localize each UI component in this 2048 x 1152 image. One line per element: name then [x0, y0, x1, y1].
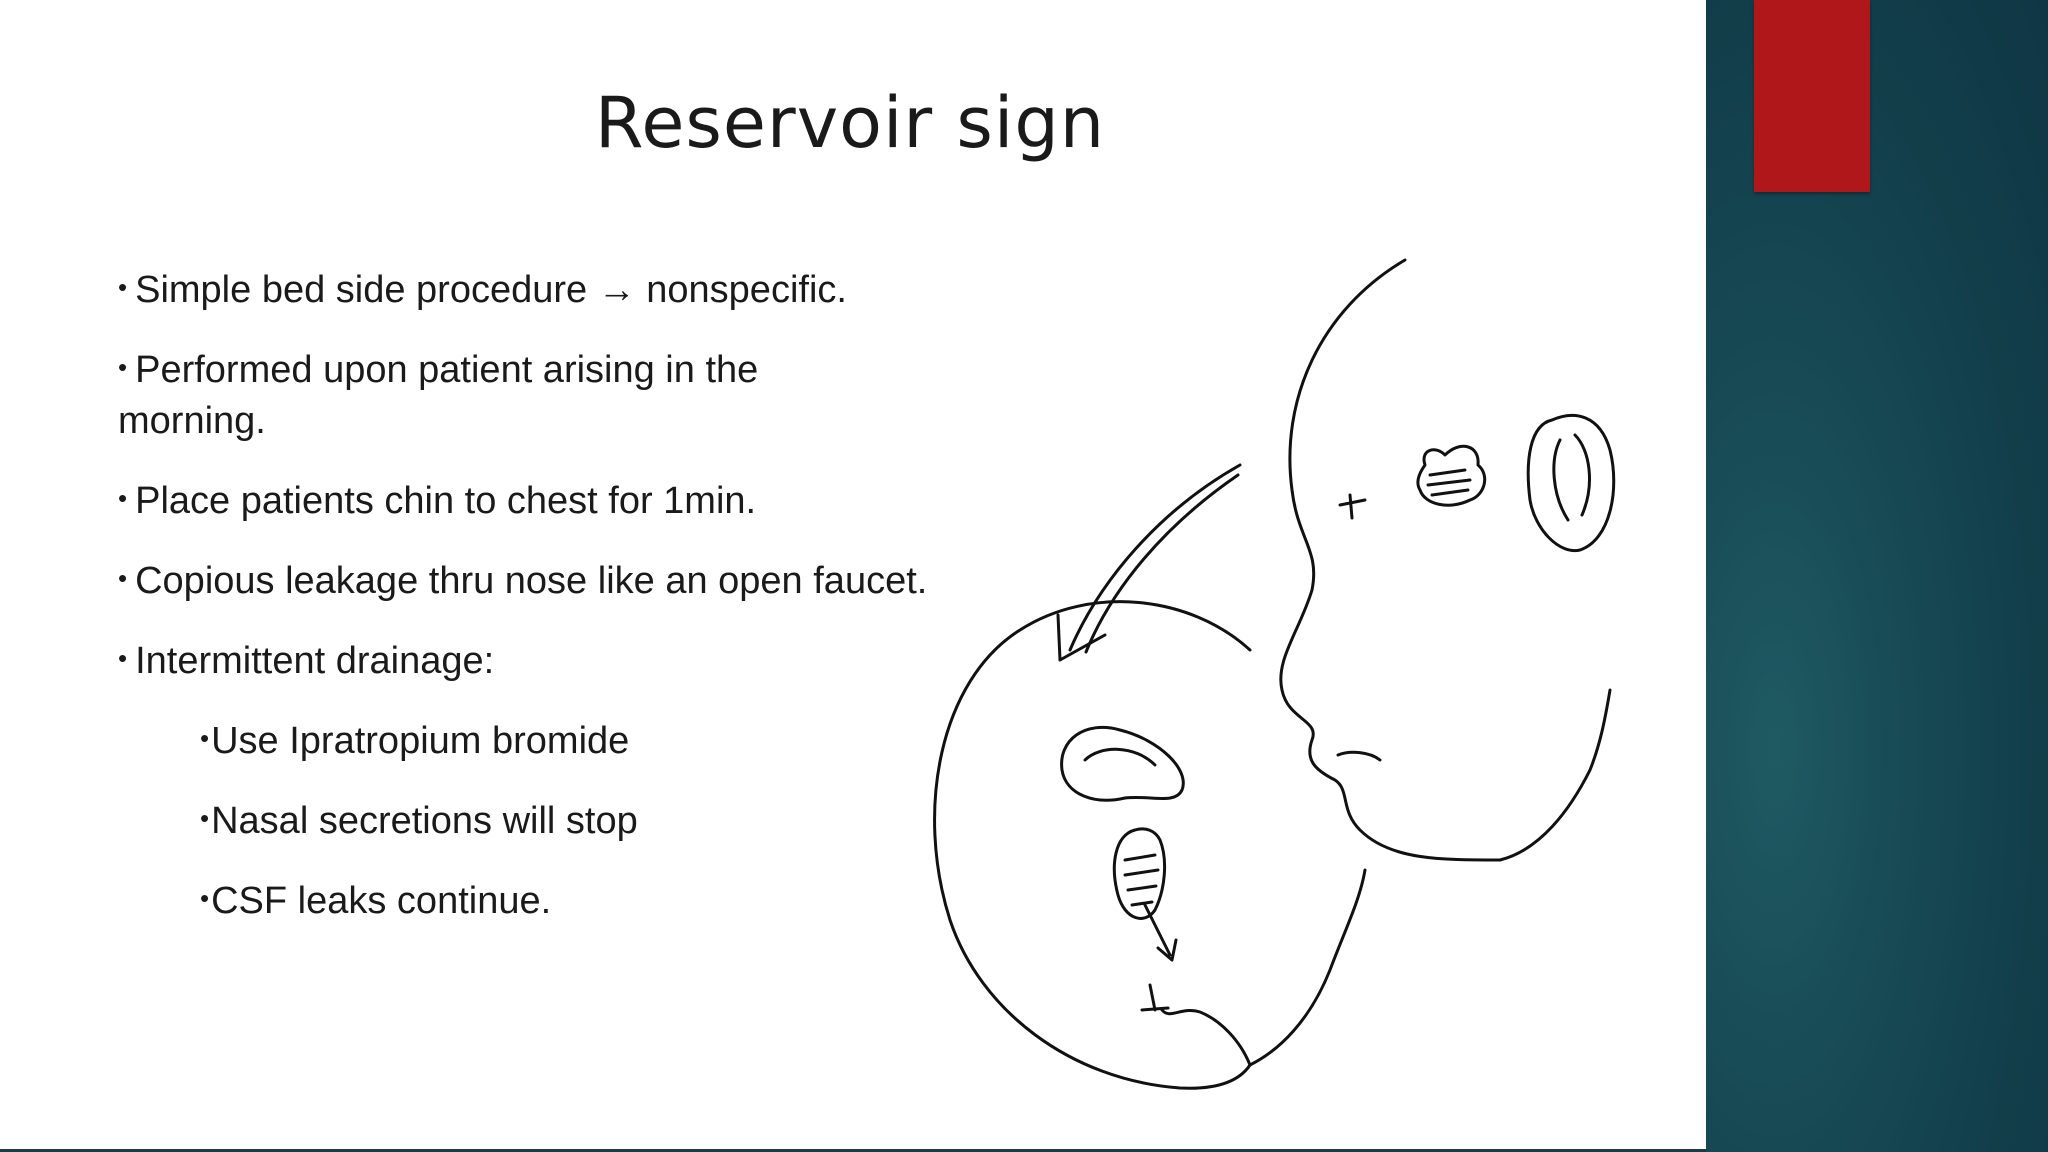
- sub-bullet-text: Use Ipratropium bromide: [211, 720, 630, 762]
- sub-bullet-text: CSF leaks continue.: [211, 880, 552, 922]
- upright-sinus: [1416, 444, 1487, 507]
- sub-bullet-item: •Nasal secretions will stop: [118, 793, 998, 847]
- red-accent-bar: [1754, 0, 1870, 192]
- bullet-item: •Performed upon patient arising in the m…: [118, 342, 878, 447]
- tilted-head-outline: [933, 600, 1252, 1090]
- bullet-text: Simple bed side procedure → nonspecific.: [135, 269, 847, 311]
- bullet-marker: •: [118, 352, 128, 382]
- bullet-marker: •: [118, 483, 128, 513]
- bullet-text: Place patients chin to chest for 1min.: [135, 480, 757, 522]
- slide-title: Reservoir sign: [594, 82, 1106, 164]
- tilted-sinus-hatch: [1123, 853, 1160, 907]
- sub-bullet-text: Nasal secretions will stop: [211, 800, 638, 842]
- bullet-marker: •: [118, 643, 128, 673]
- tilted-sinus: [1112, 827, 1166, 920]
- sub-bullet-item: •Use Ipratropium bromide: [118, 713, 998, 767]
- drip-arrow: [1143, 903, 1178, 962]
- upright-head-outline: [1279, 258, 1502, 862]
- upright-mouth: [1336, 750, 1382, 762]
- bullet-marker: •: [200, 803, 210, 833]
- upright-head-ear: [1526, 413, 1616, 553]
- curved-arrow-outer: [1068, 463, 1242, 652]
- tilted-head-ear: [1060, 725, 1185, 802]
- bullet-marker: •: [200, 723, 210, 753]
- bullet-list: •Simple bed side procedure → nonspecific…: [118, 262, 998, 953]
- tilted-eye: [1140, 983, 1170, 1012]
- bullet-text: Performed upon patient arising in the mo…: [118, 349, 759, 442]
- upright-sinus-hatch: [1426, 468, 1472, 497]
- tilted-head-face: [1248, 868, 1367, 1067]
- curved-arrow-head: [1056, 613, 1107, 662]
- bullet-marker: •: [118, 272, 128, 302]
- curved-arrow-inner: [1084, 473, 1240, 654]
- sub-bullet-item: •CSF leaks continue.: [118, 873, 998, 927]
- tilted-head-ear-inner: [1083, 747, 1157, 767]
- bullet-text: Copious leakage thru nose like an open f…: [135, 560, 928, 602]
- bullet-marker: •: [118, 563, 128, 593]
- upright-head-ear-inner: [1552, 433, 1591, 522]
- head-tilt-illustration-icon: [933, 258, 1616, 1090]
- decorative-side-panel: [1706, 0, 2048, 1152]
- bullet-text: Intermittent drainage:: [135, 640, 495, 682]
- bottom-border: [0, 1149, 1706, 1152]
- bullet-item: •Copious leakage thru nose like an open …: [118, 553, 928, 607]
- bullet-item: •Simple bed side procedure → nonspecific…: [118, 262, 998, 316]
- upright-eye: [1338, 493, 1367, 520]
- bullet-item: •Intermittent drainage:: [118, 633, 998, 687]
- tilted-head-chin: [1160, 1008, 1252, 1067]
- upright-head-chin: [1498, 688, 1612, 862]
- slide-content: Reservoir sign •Simple bed side procedur…: [0, 82, 1706, 1152]
- bullet-item: •Place patients chin to chest for 1min.: [118, 473, 998, 527]
- bullet-marker: •: [200, 883, 210, 913]
